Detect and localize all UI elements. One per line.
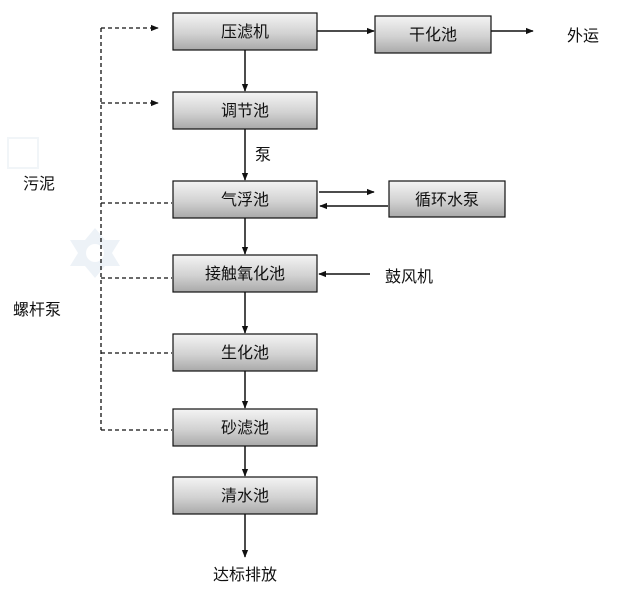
discharge-label: 达标排放 [213, 565, 277, 584]
contact-oxidation-pond-box: 接触氧化池 [172, 254, 318, 293]
drying-pond-box: 干化池 [374, 15, 492, 54]
clear-water-pond-box: 清水池 [172, 476, 318, 515]
blower-label: 鼓风机 [385, 267, 433, 286]
circulating-pump-box: 循环水泵 [388, 180, 506, 218]
sand-filter-pond-box: 砂滤池 [172, 408, 318, 447]
contact-oxidation-pond-label: 接触氧化池 [205, 264, 285, 283]
pump-label: 泵 [255, 145, 271, 164]
outbound-label: 外运 [567, 26, 599, 45]
screw-pump-label: 螺杆泵 [13, 300, 61, 319]
filter-press-box: 压滤机 [172, 12, 318, 51]
drying-pond-label: 干化池 [409, 25, 457, 44]
clear-water-pond-label: 清水池 [221, 486, 269, 505]
biochemical-pond-box: 生化池 [172, 333, 318, 372]
filter-press-label: 压滤机 [221, 22, 269, 41]
regulating-pond-label: 调节池 [221, 101, 269, 120]
sludge-return-lines [100, 24, 172, 431]
flotation-pond-label: 气浮池 [221, 190, 269, 209]
biochemical-pond-label: 生化池 [221, 343, 269, 362]
solid-flow-arrows [241, 27, 534, 558]
circulating-pump-label: 循环水泵 [415, 190, 479, 209]
regulating-pond-box: 调节池 [172, 91, 318, 130]
flotation-pond-box: 气浮池 [172, 180, 318, 219]
watermark-logo [7, 137, 120, 278]
sand-filter-pond-label: 砂滤池 [221, 418, 269, 437]
sludge-label: 污泥 [23, 174, 55, 193]
